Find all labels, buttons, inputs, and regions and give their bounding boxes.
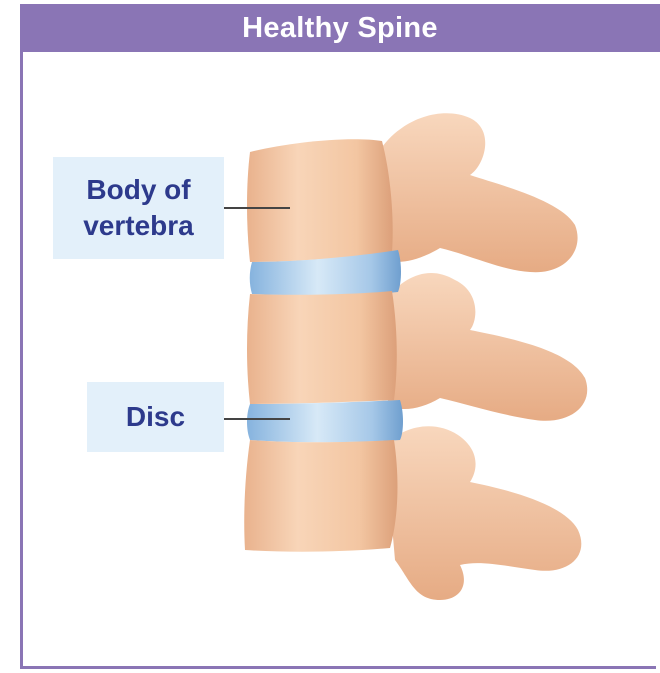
spinous-process-bottom [385,426,581,600]
label-disc-text: Disc [126,399,185,435]
vertebra-body-2 [247,291,397,404]
vertebra-body-3 [244,440,397,552]
spinous-process-top [380,113,578,272]
label-body-of-vertebra-text: Body of vertebra [64,172,214,244]
spinous-process-middle [385,273,587,421]
label-body-of-vertebra: Body of vertebra [53,157,224,259]
disc-2 [247,400,403,442]
label-disc: Disc [87,382,224,452]
vertebra-body-1 [247,139,393,262]
